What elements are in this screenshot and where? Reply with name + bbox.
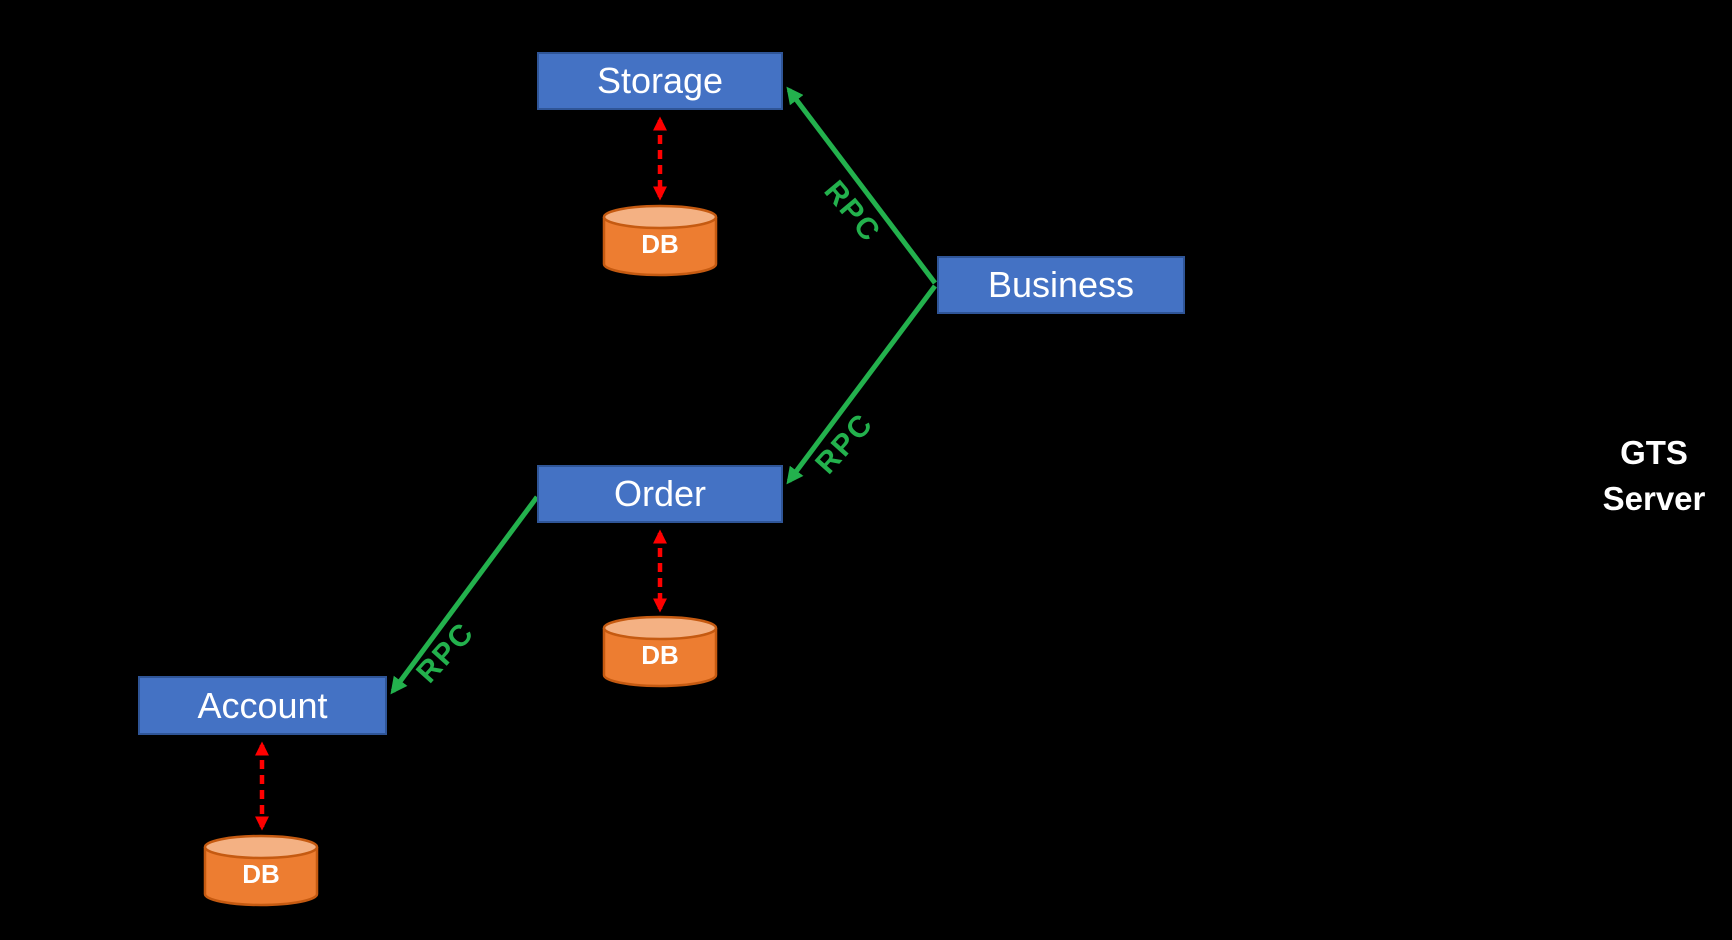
database-order-db[interactable]: DB [602,614,718,690]
node-order-label: Order [613,473,707,514]
gts-server-label: GTS Server [1602,434,1706,517]
node-business[interactable]: Business [937,256,1185,314]
database-storage-db-label: DB [641,229,679,259]
database-account-db-label: DB [242,859,280,889]
database-storage-db[interactable]: DB [602,203,718,279]
database-cylinder-icon [203,834,319,907]
node-order[interactable]: Order [537,465,783,523]
database-account-db[interactable]: DB [203,833,319,909]
database-order-db-label: DB [641,640,679,670]
node-storage[interactable]: Storage [537,52,783,110]
node-account[interactable]: Account [138,676,387,735]
node-account-label: Account [197,684,328,726]
rpc-edge-order-account [390,495,540,695]
rpc-edge-business-order [786,284,938,485]
rpc-edge-business-storage [786,86,937,285]
database-cylinder-icon [602,204,718,277]
node-storage-label: Storage [596,60,724,101]
database-cylinder-icon [602,615,718,688]
node-business-label: Business [987,264,1135,305]
